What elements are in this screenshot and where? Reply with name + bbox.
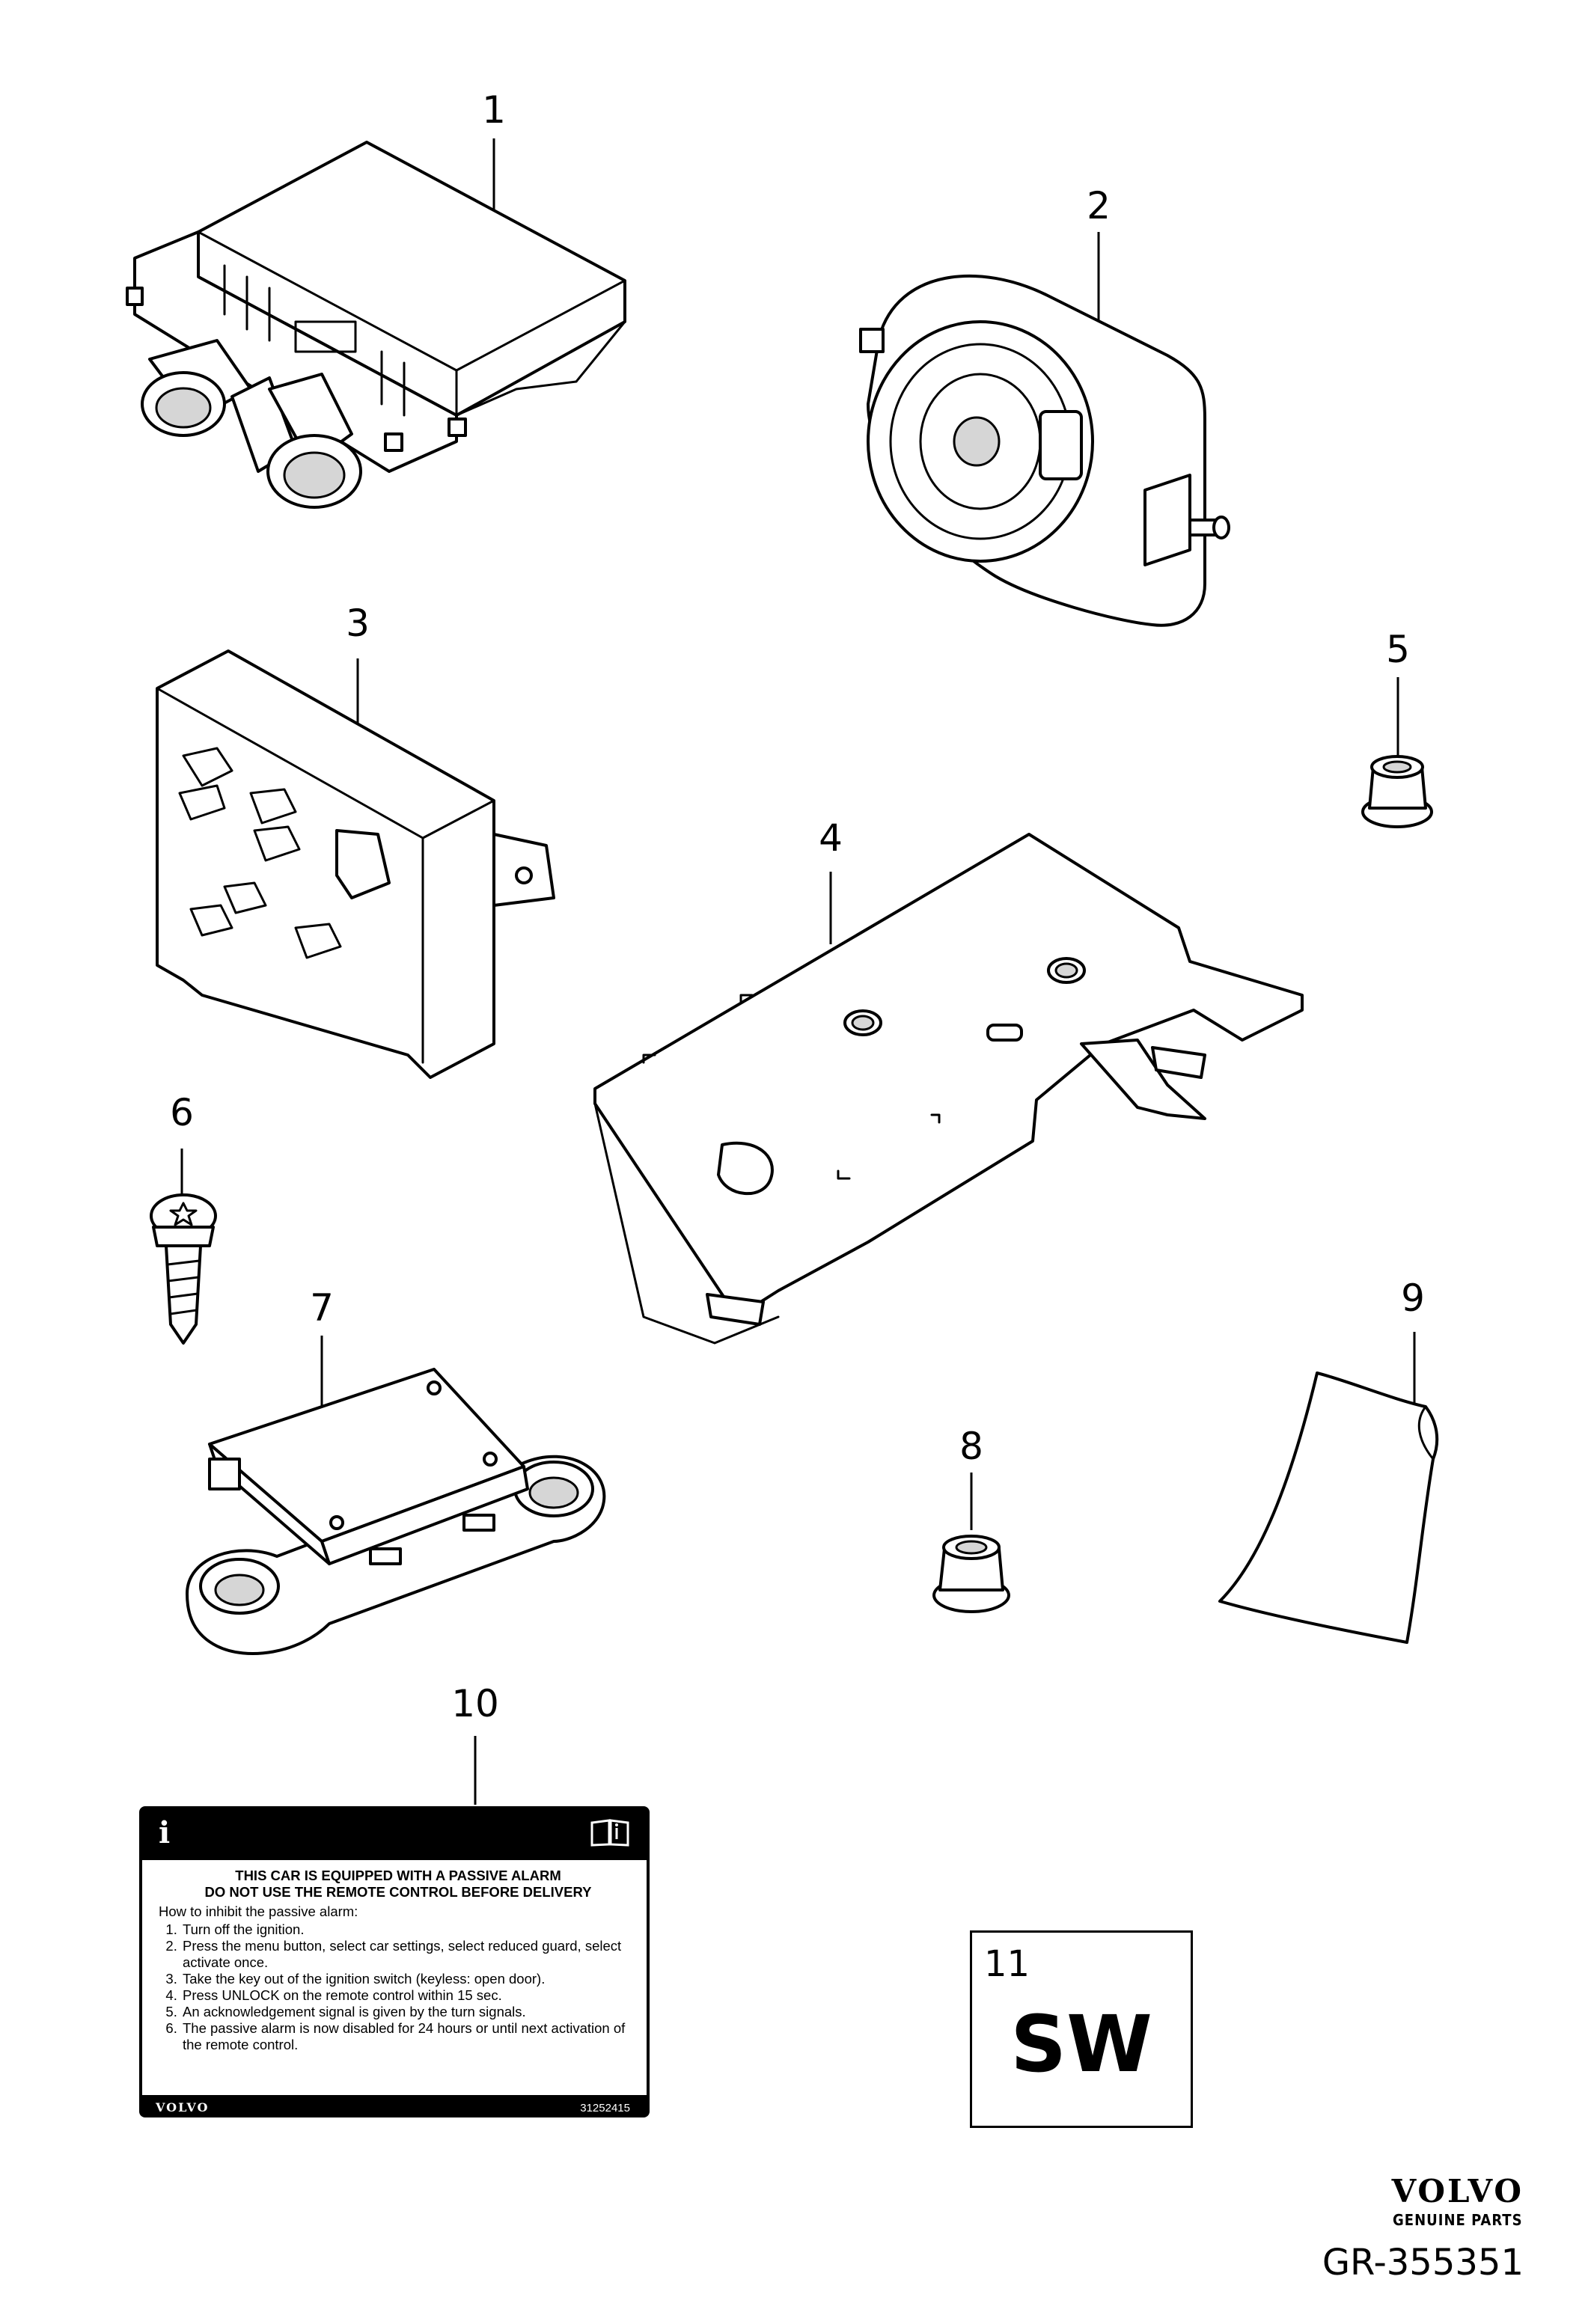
software-code: SW: [1010, 1999, 1152, 2090]
instruction-step: Take the key out of the ignition switch …: [181, 1971, 638, 1987]
part-2-siren: [859, 274, 1230, 627]
manual-book-icon: [590, 1819, 629, 1847]
brand-tagline: GENUINE PARTS: [1393, 2211, 1523, 2229]
decal-footer: VOLVO 31252415: [156, 2098, 630, 2114]
decal-part-number: 31252415: [580, 2102, 630, 2114]
passive-alarm-decal: i THIS CAR IS EQUIPPED WITH A PASSIVE AL…: [139, 1806, 650, 2117]
callout-2: 2: [1087, 184, 1111, 227]
callout-7: 7: [310, 1286, 334, 1330]
instructions-intro: How to inhibit the passive alarm:: [159, 1903, 358, 1919]
brand-wordmark: VOLVO: [1391, 2173, 1524, 2210]
info-icon: i: [159, 1815, 171, 1850]
part-6-screw: [150, 1193, 217, 1345]
software-box: 11 SW: [970, 1930, 1193, 2128]
instruction-steps: Turn off the ignition. Press the menu bu…: [159, 1921, 638, 2053]
part-1-control-module: [126, 141, 626, 509]
warning-line-1: THIS CAR IS EQUIPPED WITH A PASSIVE ALAR…: [235, 1868, 561, 1883]
part-3-bracket-cover: [156, 649, 555, 1079]
part-7-sensor-holder: [186, 1368, 606, 1655]
callout-10: 10: [451, 1682, 499, 1725]
callout-11: 11: [984, 1943, 1030, 1985]
callout-3: 3: [346, 602, 370, 645]
decal-brand: VOLVO: [156, 2100, 210, 2114]
instruction-step: Turn off the ignition.: [181, 1921, 638, 1938]
part-4-mounting-plate: [593, 833, 1304, 1345]
callout-8: 8: [959, 1425, 983, 1468]
volvo-logo: VOLVO GENUINE PARTS: [1392, 2173, 1524, 2229]
part-9-adhesive-pad: [1218, 1372, 1439, 1644]
instruction-step: The passive alarm is now disabled for 24…: [181, 2020, 638, 2053]
callout-6: 6: [170, 1091, 194, 1134]
part-5-flange-nut: [1361, 755, 1433, 828]
decal-text-panel: THIS CAR IS EQUIPPED WITH A PASSIVE ALAR…: [142, 1860, 647, 2095]
diagram-reference: GR-355351: [1322, 2242, 1524, 2284]
callout-4: 4: [819, 816, 843, 860]
warning-line-2: DO NOT USE THE REMOTE CONTROL BEFORE DEL…: [204, 1884, 592, 1900]
callout-1: 1: [482, 88, 506, 132]
instruction-step: An acknowledgement signal is given by th…: [181, 2004, 638, 2020]
callout-9: 9: [1401, 1276, 1425, 1320]
callout-5: 5: [1386, 628, 1410, 671]
instruction-step: Press UNLOCK on the remote control withi…: [181, 1987, 638, 2004]
part-8-flange-nut: [932, 1535, 1010, 1613]
instruction-step: Press the menu button, select car settin…: [181, 1938, 638, 1971]
